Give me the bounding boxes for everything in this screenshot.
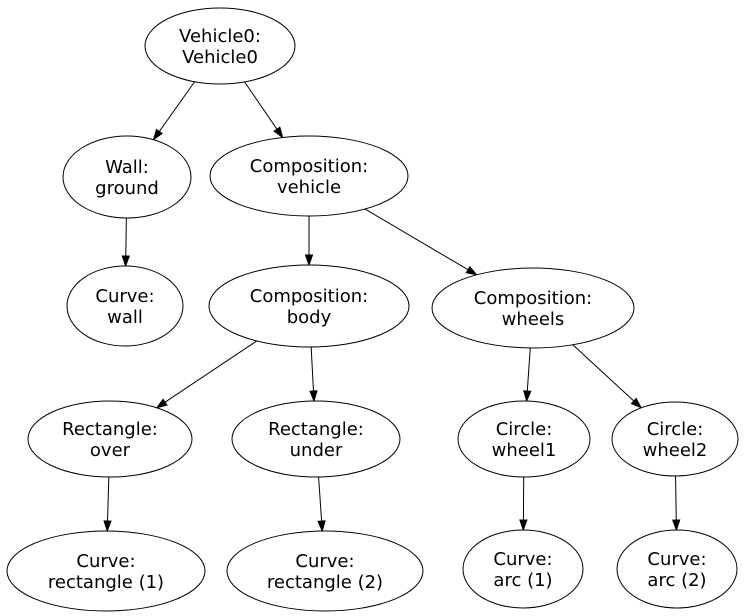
edge-line (125, 217, 127, 257)
arrowhead-icon (304, 254, 314, 267)
node-curve-rect1: Curve:rectangle (1) (6, 530, 206, 612)
node-label-line2: wheel1 (492, 440, 557, 461)
edge-rect-under-to-curve-rect2 (317, 476, 326, 533)
edge-line (158, 81, 196, 132)
edge-comp-body-to-rect-over (155, 340, 257, 409)
node-ellipse (27, 400, 193, 478)
node-comp-wheels: Composition:wheels (431, 267, 635, 349)
node-label-line2: wheel2 (643, 440, 708, 461)
arrowhead-icon (152, 128, 164, 141)
node-curve-wall: Curve:wall (66, 265, 184, 347)
node-rect-over: Rectangle:over (27, 400, 193, 478)
arrowhead-icon (103, 520, 112, 533)
edge-line (675, 475, 677, 521)
node-label-line2: rectangle (1) (48, 572, 164, 593)
edge-comp-vehicle-to-comp-body (304, 216, 314, 267)
node-ellipse (6, 530, 206, 612)
node-label-line1: Composition: (250, 156, 368, 177)
node-ellipse (431, 267, 635, 349)
node-circle-wheel1: Circle:wheel1 (457, 400, 591, 478)
edge-line (526, 347, 531, 392)
node-label-line2: wheels (502, 309, 565, 330)
node-circle-wheel2: Circle:wheel2 (611, 401, 739, 477)
node-curve-rect2: Curve:rectangle (2) (226, 530, 424, 612)
node-label-line2: arc (1) (493, 570, 552, 591)
edge-line (318, 476, 323, 522)
node-label-line1: Composition: (250, 286, 368, 307)
node-label-line1: Rectangle: (268, 419, 364, 440)
edge-comp-wheels-to-circle-wheel1 (523, 347, 532, 403)
edge-vehicle0-to-comp-vehicle (244, 81, 284, 139)
node-label-line1: Rectangle: (62, 419, 158, 440)
arrowhead-icon (155, 398, 168, 409)
arrowhead-icon (630, 397, 643, 409)
arrowhead-icon (519, 519, 528, 532)
edge-rect-over-to-curve-rect1 (103, 476, 112, 533)
edge-line (244, 81, 278, 130)
node-label-line1: Curve: (76, 551, 135, 572)
node-label-line2: under (290, 440, 343, 461)
arrowhead-icon (121, 255, 130, 268)
edge-comp-wheels-to-circle-wheel2 (572, 344, 643, 409)
node-ellipse (66, 265, 184, 347)
node-label-line2: ground (95, 178, 159, 199)
node-ellipse (209, 135, 409, 217)
edge-line (164, 340, 257, 403)
node-ellipse (62, 135, 192, 219)
node-label-line1: Composition: (474, 288, 592, 309)
node-ellipse (462, 529, 584, 609)
edge-line (364, 208, 469, 271)
node-label-line2: over (90, 440, 131, 461)
edge-vehicle0-to-wall (152, 81, 196, 141)
node-label-line2: Vehicle0 (182, 47, 258, 68)
node-label-line1: Curve: (493, 549, 552, 570)
node-ellipse (231, 400, 401, 478)
node-ellipse (457, 400, 591, 478)
edge-comp-body-to-rect-under (309, 346, 318, 403)
node-rect-under: Rectangle:under (231, 400, 401, 478)
node-ellipse (144, 7, 296, 85)
arrowhead-icon (309, 390, 318, 403)
node-label-line1: Vehicle0: (179, 26, 261, 47)
node-label-line1: Curve: (95, 286, 154, 307)
arrowhead-icon (523, 390, 532, 403)
node-ellipse (616, 529, 738, 609)
node-label-line1: Wall: (105, 157, 149, 178)
node-label-line2: wall (107, 307, 143, 328)
node-ellipse (611, 401, 739, 477)
arrowhead-icon (672, 519, 681, 532)
node-curve-arc2: Curve:arc (2) (616, 529, 738, 609)
arrowhead-icon (465, 265, 478, 276)
edge-wall-to-curve-wall (121, 217, 130, 268)
node-label-line1: Curve: (295, 551, 354, 572)
arrowhead-icon (317, 520, 326, 533)
edge-line (572, 344, 635, 402)
node-label-line2: arc (2) (647, 570, 706, 591)
node-ellipse (226, 530, 424, 612)
node-label-line1: Circle: (496, 419, 553, 440)
edge-comp-vehicle-to-comp-wheels (364, 208, 478, 276)
node-comp-vehicle: Composition:vehicle (209, 135, 409, 217)
arrowhead-icon (273, 126, 284, 139)
node-label-line2: vehicle (277, 177, 341, 198)
node-vehicle0: Vehicle0:Vehicle0 (144, 7, 296, 85)
node-ellipse (208, 264, 410, 348)
node-label-line1: Circle: (647, 419, 704, 440)
node-curve-arc1: Curve:arc (1) (462, 529, 584, 609)
node-label-line2: body (287, 307, 332, 328)
edge-line (107, 476, 110, 522)
node-comp-body: Composition:body (208, 264, 410, 348)
node-wall: Wall:ground (62, 135, 192, 219)
edge-circle-wheel1-to-curve-arc1 (519, 476, 528, 532)
node-label-line1: Curve: (647, 549, 706, 570)
edge-line (310, 346, 314, 392)
node-label-line2: rectangle (2) (267, 572, 383, 593)
edge-circle-wheel2-to-curve-arc2 (672, 475, 681, 532)
